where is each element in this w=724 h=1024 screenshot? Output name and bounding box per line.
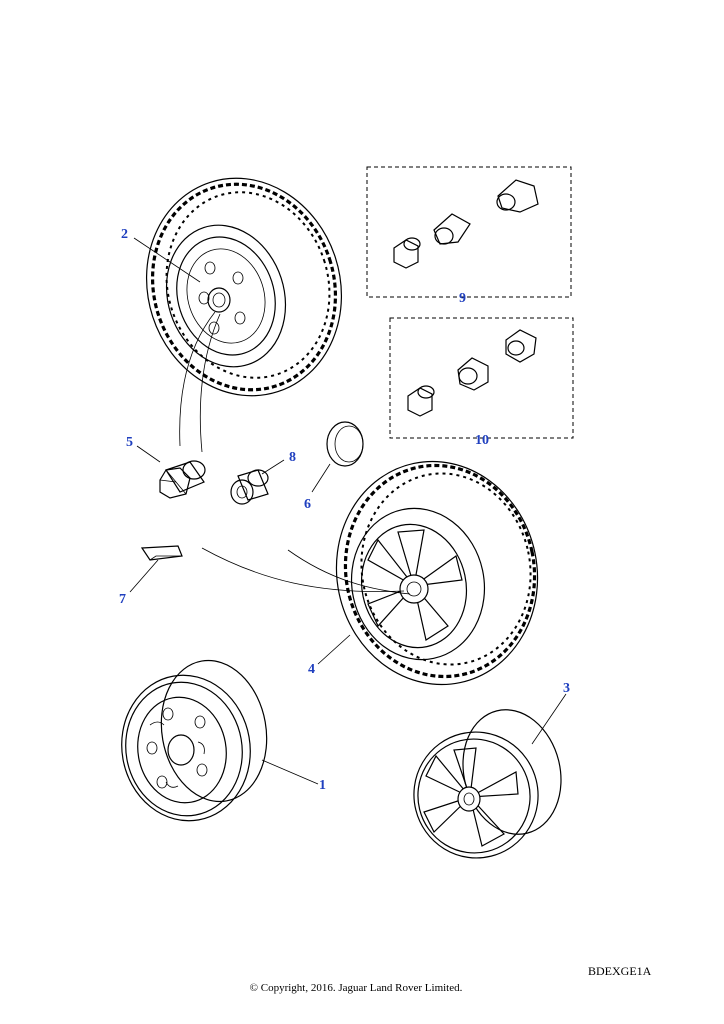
callout-5: 5 <box>126 435 133 450</box>
locking-nut-kit-10 <box>389 317 574 439</box>
callout-7: 7 <box>119 592 126 607</box>
copyright-notice: © Copyright, 2016. Jaguar Land Rover Lim… <box>249 982 463 994</box>
leader-lines <box>129 237 567 785</box>
callout-2: 2 <box>121 227 128 242</box>
tyre-alloy-wheel-assembly <box>335 460 539 686</box>
callout-3: 3 <box>563 681 570 696</box>
locking-nut-kit-9 <box>366 166 572 298</box>
alloy-wheel <box>413 709 562 859</box>
wheel-nut <box>159 460 206 499</box>
callout-8: 8 <box>289 450 296 465</box>
callout-9: 9 <box>459 291 466 306</box>
balance-weight <box>140 545 183 561</box>
callout-1: 1 <box>319 778 326 793</box>
callout-4: 4 <box>308 662 315 677</box>
diagram-reference-code: BDEXGE1A <box>588 964 652 978</box>
tyre-steel-wheel-assembly <box>145 177 343 397</box>
wheel-nut-open <box>230 469 269 505</box>
centre-cap <box>326 421 364 467</box>
callout-6: 6 <box>304 497 311 512</box>
steel-wheel <box>121 659 268 822</box>
callout-10: 10 <box>475 433 489 448</box>
